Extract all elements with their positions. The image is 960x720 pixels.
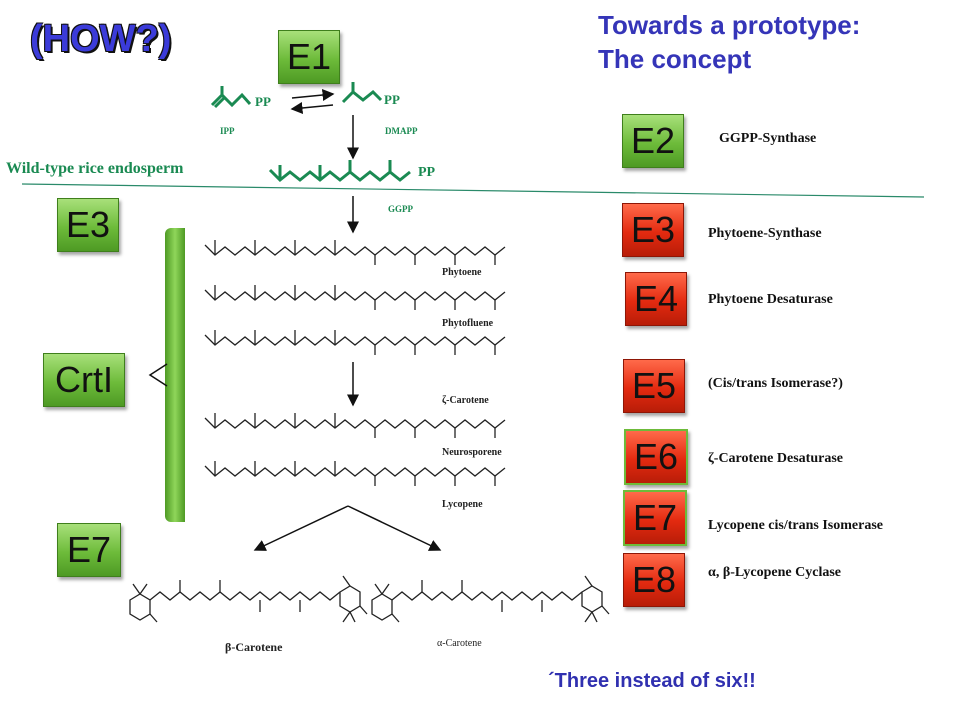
neurosporene-structure: [204, 413, 506, 438]
e8-enzyme-name: α, β-Lycopene Cyclase: [708, 565, 842, 580]
e6-box: E6: [624, 429, 688, 485]
crti-box: CrtI: [43, 353, 125, 407]
e4-box: E4: [625, 272, 687, 326]
e2-box: E2: [622, 114, 684, 168]
to-beta-carotene-arrow: [253, 505, 349, 551]
e2-enzyme-name: GGPP-Synthase: [719, 131, 817, 146]
dmapp-to-ipp-arrow: [290, 102, 334, 114]
lycopene-structure: [204, 461, 506, 486]
ggpp-structure: [268, 160, 411, 183]
phytoene-label: Phytoene: [442, 267, 482, 278]
e3-enzyme-name: Phytoene-Synthase: [708, 226, 822, 241]
beta-carotene-label: β-Carotene: [225, 640, 283, 654]
endosperm-divider: [21, 183, 925, 198]
dmapp-label: DMAPP: [385, 126, 418, 136]
slide-title: Towards a prototype: The concept: [598, 8, 860, 76]
alpha-carotene-structure: [371, 575, 610, 623]
to-alpha-carotene-arrow: [347, 505, 442, 551]
ipp-structure: [210, 86, 252, 109]
dmapp-structure: [341, 82, 383, 104]
ipp-pp-label: PP: [255, 94, 271, 109]
ggpp-pp-label: PP: [418, 165, 436, 180]
e7-left-box: E7: [57, 523, 121, 577]
e1-box: E1: [278, 30, 340, 84]
title-line-2: The concept: [598, 44, 752, 74]
e5-enzyme-name: (Cis/trans Isomerase?): [708, 376, 843, 391]
phytoene-structure: [204, 240, 506, 265]
neurosporene-label: Neurosporene: [442, 447, 502, 458]
wild-type-region-label: Wild-type rice endosperm: [6, 160, 184, 177]
alpha-carotene-label: α-Carotene: [437, 638, 482, 649]
zeta-carotene-label: ζ-Carotene: [442, 395, 489, 406]
e3-box: E3: [622, 203, 684, 257]
e8-box: E8: [623, 553, 685, 607]
e3-left-box: E3: [57, 198, 119, 252]
ipp-to-dmapp-arrow: [291, 89, 335, 101]
ggpp-label: GGPP: [388, 204, 413, 214]
footer-note: ´Three instead of six!!: [548, 670, 756, 692]
e4-enzyme-name: Phytoene Desaturase: [708, 292, 833, 307]
e7-enzyme-name: Lycopene cis/trans Isomerase: [708, 518, 883, 533]
phytofluene-label: Phytofluene: [442, 318, 494, 329]
ipp-label: IPP: [220, 126, 235, 136]
dmapp-pp-label: PP: [384, 92, 400, 107]
zeta-carotene-structure: [204, 330, 506, 355]
how-heading: (HOW?): [30, 18, 172, 60]
e5-box: E5: [623, 359, 685, 413]
e7-box: E7: [623, 490, 687, 546]
phytofluene-structure: [204, 285, 506, 310]
title-line-1: Towards a prototype:: [598, 10, 861, 40]
crti-bracket: [165, 228, 185, 522]
lycopene-label: Lycopene: [442, 499, 483, 510]
e6-enzyme-name: ζ-Carotene Desaturase: [708, 451, 843, 466]
crti-bracket-pointer: [148, 363, 168, 387]
beta-carotene-structure: [129, 575, 368, 623]
